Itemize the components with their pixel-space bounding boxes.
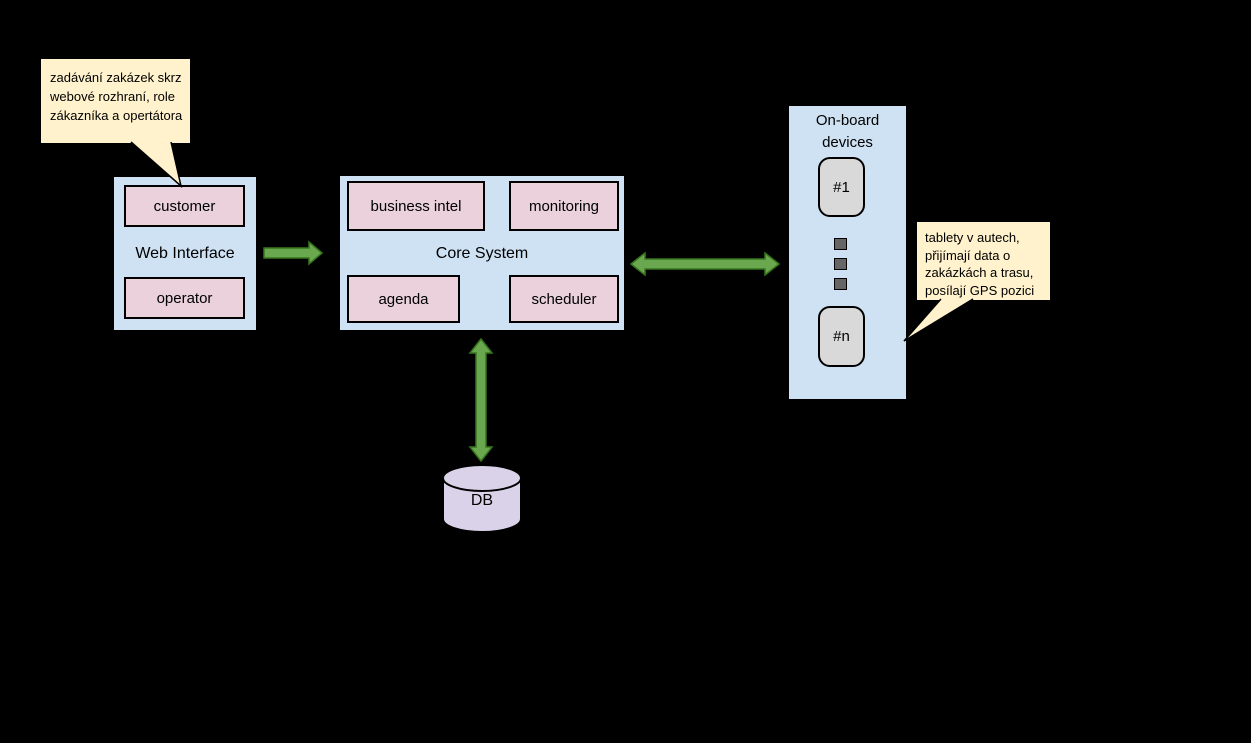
device-1: #1 — [818, 157, 865, 217]
note-line: zakázkách a trasu, — [925, 265, 1034, 280]
agenda-label: agenda — [378, 290, 429, 308]
operator-module: operator — [124, 277, 245, 319]
ellipsis-dot — [834, 258, 847, 270]
arrow-core-db-bidirectional — [468, 337, 494, 463]
note-line: tablety v autech, — [925, 230, 1020, 245]
onboard-title-line2: devices — [822, 134, 873, 151]
device-n-label: #n — [833, 328, 850, 345]
scheduler-module: scheduler — [509, 275, 619, 323]
onboard-devices-box — [787, 104, 908, 401]
customer-module: customer — [124, 185, 245, 227]
note-line: přijímají data o — [925, 247, 1011, 263]
operator-label: operator — [156, 289, 213, 307]
device-n: #n — [818, 306, 865, 367]
monitoring-label: monitoring — [528, 197, 600, 215]
note-line: zákazníka a opertátora — [50, 108, 183, 123]
device-1-label: #1 — [833, 178, 850, 196]
web-interface-label: Web Interface — [135, 245, 235, 262]
db-label: DB — [470, 492, 494, 509]
callout-right-tail — [903, 298, 974, 342]
note-line: posílají GPS pozici — [925, 282, 1035, 298]
db-cylinder-top — [442, 464, 522, 492]
ellipsis-dot — [834, 238, 847, 250]
arrow-core-onboard-bidirectional — [629, 251, 781, 277]
note-line: zadávání zakázek skrz — [50, 70, 182, 85]
monitoring-module: monitoring — [509, 181, 619, 231]
business-intel-module: business intel — [347, 181, 485, 231]
callout-onboard-tablets: tablety v autech, přijímají data o zakáz… — [916, 221, 1051, 301]
core-system-label: Core System — [435, 245, 529, 262]
scheduler-label: scheduler — [531, 290, 597, 308]
customer-label: customer — [153, 197, 216, 215]
callout-web-roles: zadávání zakázek skrz webové rozhraní, r… — [40, 58, 191, 144]
onboard-title-line1: On-board — [815, 112, 880, 129]
onboard-devices-label: On-board devices — [787, 110, 908, 154]
ellipsis-dot — [834, 278, 847, 290]
note-line: webové rozhraní, role — [50, 89, 176, 104]
business-intel-label: business intel — [370, 197, 462, 215]
arrow-web-to-core — [263, 240, 324, 266]
agenda-module: agenda — [347, 275, 460, 323]
